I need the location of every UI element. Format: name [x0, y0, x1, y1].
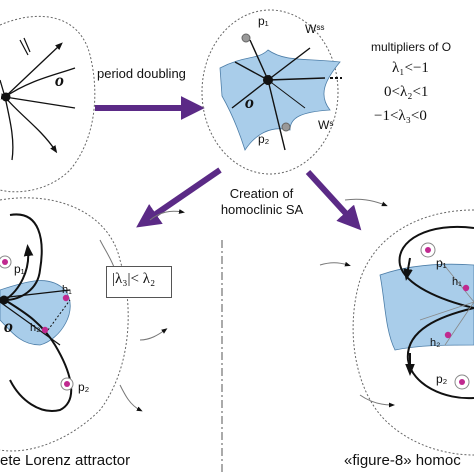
p1-label-left: p₁	[14, 262, 25, 276]
point-p2-top	[281, 122, 291, 132]
point-p2-left	[64, 381, 70, 387]
boundary-circle-top-left	[0, 15, 96, 193]
fixed-point-top-left	[1, 92, 11, 102]
fixed-point-o-left	[0, 295, 9, 305]
o-label-left: o	[4, 316, 13, 336]
top-left-panel	[0, 15, 96, 193]
period-doubling-label: period doubling	[97, 66, 186, 81]
point-h1-left	[62, 294, 70, 302]
bottom-right-panel	[319, 198, 474, 456]
p2-label-top: p₂	[258, 132, 270, 146]
creation-label-line1: Creation of	[229, 186, 294, 201]
point-h1-right	[462, 284, 470, 292]
creation-arrow-left	[136, 167, 222, 228]
caption-right: «figure-8» homoc	[344, 452, 461, 469]
point-p1-right	[425, 247, 431, 253]
multiplier-lambda1: λ₁<−1	[392, 60, 429, 76]
point-h2-right	[444, 331, 452, 339]
o-label-top: o	[245, 92, 254, 112]
wss-label: Wˢˢ	[305, 22, 325, 36]
condition-label: |λ₃|< λ₂	[112, 271, 156, 287]
creation-arrow-right	[305, 169, 362, 231]
point-p1-top	[241, 33, 251, 43]
manifold-surface-right	[379, 263, 474, 351]
ws-label: Wˢ	[318, 118, 334, 132]
multiplier-lambda2: 0<λ₂<1	[384, 84, 429, 100]
p1-label-right: p₁	[436, 256, 447, 270]
manifold-surface-left	[0, 280, 71, 346]
multiplier-lambda3: −1<λ₃<0	[374, 108, 427, 124]
condition-box	[106, 266, 172, 298]
point-h2-left	[41, 326, 49, 334]
p1-label-top: p₁	[258, 14, 269, 28]
top-center-panel	[201, 9, 342, 175]
point-p1-left	[2, 259, 8, 265]
boundary-circle-top-center	[201, 9, 339, 175]
point-p2-right	[459, 379, 465, 385]
p2-label-left: p₂	[78, 380, 90, 394]
multipliers-title: multipliers of O	[371, 40, 452, 54]
h1-label-left: h₁	[62, 284, 72, 296]
bottom-left-panel	[0, 197, 185, 452]
p2-label-right: p₂	[436, 372, 448, 386]
o-label-top-left: o	[55, 70, 64, 90]
h2-label-left: h₂	[30, 322, 41, 334]
creation-label-line2: homoclinic SA	[220, 202, 304, 217]
stable-manifold-surface	[219, 49, 341, 151]
h1-label-right: h₁	[452, 276, 462, 288]
fixed-point-o-top	[263, 75, 273, 85]
caption-left: ete Lorenz attractor	[0, 452, 131, 469]
h2-label-right: h₂	[430, 337, 441, 349]
